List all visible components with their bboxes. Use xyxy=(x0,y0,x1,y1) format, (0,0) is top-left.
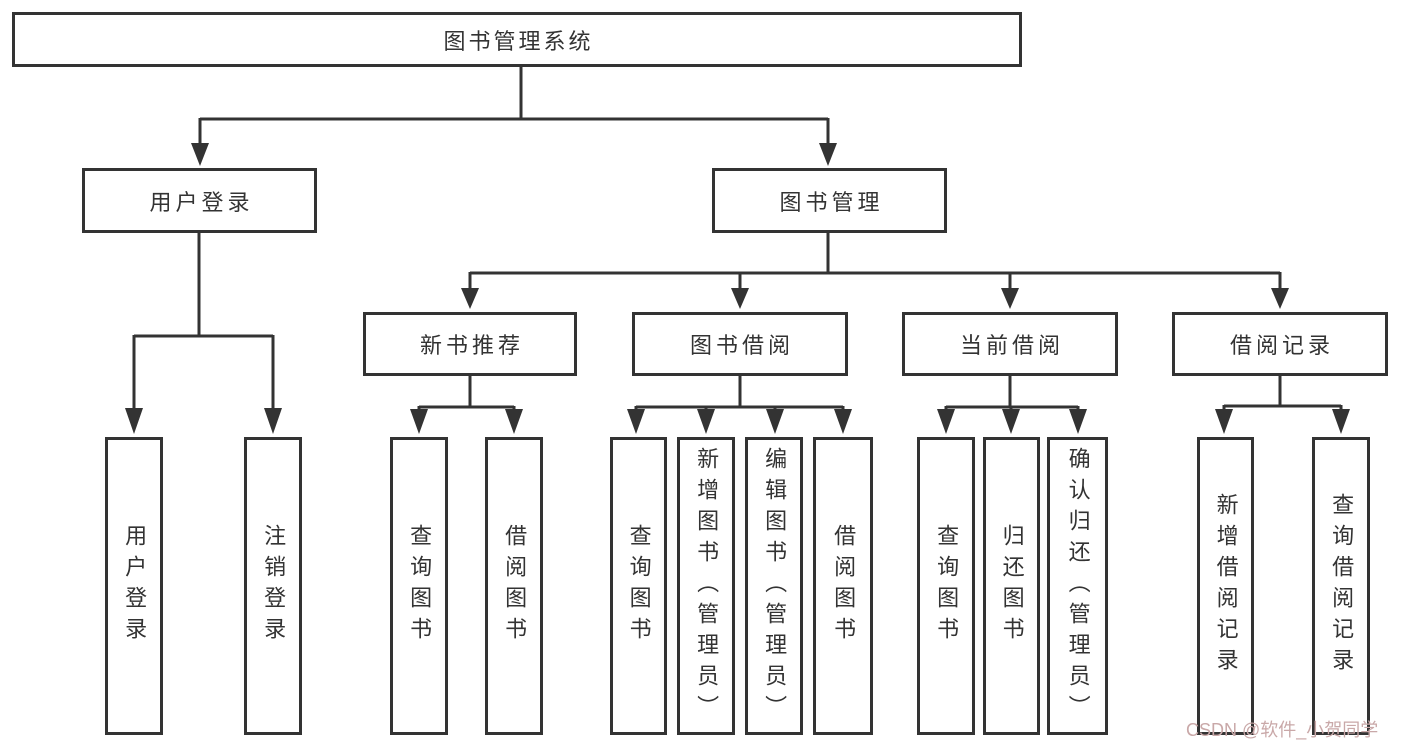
leaf-query-books: 查询图书 xyxy=(390,437,448,735)
leaf-add-borrow-record: 新增借阅记录 xyxy=(1197,437,1254,735)
leaf-edit-book-admin: 编辑图书（管理员） xyxy=(745,437,803,735)
node-book-management: 图书管理 xyxy=(712,168,947,233)
leaf-confirm-return-admin: 确认归还（管理员） xyxy=(1047,437,1108,735)
leaf-logout: 注销登录 xyxy=(244,437,302,735)
node-user-login: 用户登录 xyxy=(82,168,317,233)
leaf-user-login: 用户登录 xyxy=(105,437,163,735)
leaf-query-books: 查询图书 xyxy=(610,437,667,735)
watermark: CSDN @软件_小贺同学 xyxy=(1186,720,1379,740)
leaf-borrow-books: 借阅图书 xyxy=(485,437,543,735)
node-library-management-system: 图书管理系统 xyxy=(12,12,1022,67)
node-new-book-recommendation: 新书推荐 xyxy=(363,312,577,376)
leaf-return-book: 归还图书 xyxy=(983,437,1040,735)
leaf-add-book-admin: 新增图书（管理员） xyxy=(677,437,735,735)
leaf-query-books: 查询图书 xyxy=(917,437,975,735)
node-borrowing-records: 借阅记录 xyxy=(1172,312,1388,376)
leaf-query-borrow-record: 查询借阅记录 xyxy=(1312,437,1370,735)
node-book-borrowing: 图书借阅 xyxy=(632,312,848,376)
node-current-borrowing: 当前借阅 xyxy=(902,312,1118,376)
leaf-borrow-books: 借阅图书 xyxy=(813,437,873,735)
